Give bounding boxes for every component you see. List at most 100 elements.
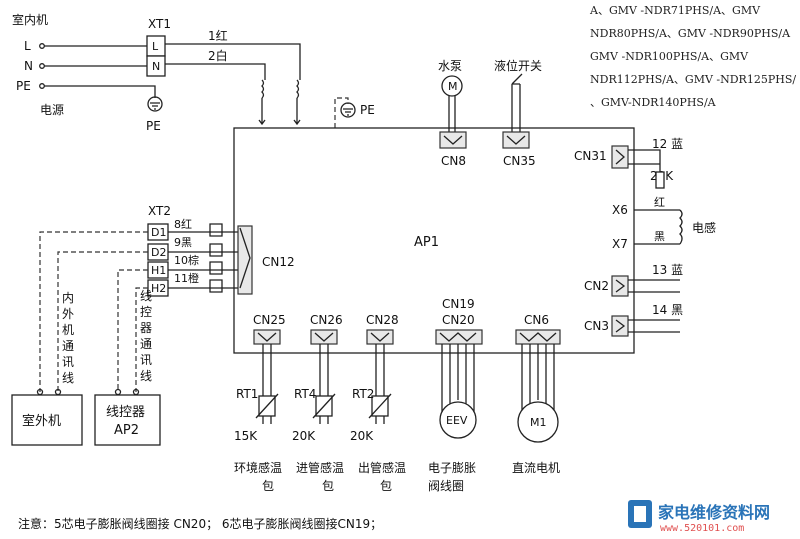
eev-coil-icon xyxy=(439,401,477,439)
xt1-N-text: N xyxy=(152,60,160,73)
cn26-connector xyxy=(310,329,338,345)
rt1-label: RT1 xyxy=(236,387,258,401)
eev-label: 电子膨胀 xyxy=(428,461,476,475)
pump-motor-icon xyxy=(441,75,463,97)
site-logo: 家电维修资料网 www.520101.com xyxy=(628,500,770,534)
svg-text:器: 器 xyxy=(140,321,152,335)
svg-text:通: 通 xyxy=(62,339,74,353)
wire-11-label: 11橙 xyxy=(174,271,199,285)
cn2-label: CN2 xyxy=(584,279,609,293)
ground-icon xyxy=(147,96,163,112)
inpipe-sensor-label: 进管感温 xyxy=(296,460,344,475)
svg-text:讯: 讯 xyxy=(140,353,152,367)
dc-motor-text: M1 xyxy=(530,416,547,429)
cn3-wire-label: 14 黑 xyxy=(652,303,683,317)
svg-text:控: 控 xyxy=(140,305,152,319)
terminal-N-dot xyxy=(39,63,45,69)
svg-text:机: 机 xyxy=(62,323,74,337)
terminal-PE-dot xyxy=(39,83,45,89)
model-line-1: A、GMV -NDR71PHS/A、GMV xyxy=(589,4,761,17)
inner-outer-comm-label: 内 外 机 通 讯 线 xyxy=(62,291,74,385)
dc-motor-icon xyxy=(517,401,559,443)
xt1-N-box xyxy=(146,55,166,77)
xt2-label: XT2 xyxy=(148,204,171,218)
dc-motor-label: 直流电机 xyxy=(512,461,560,475)
inductor-label: 电感 xyxy=(692,220,716,235)
cn12-connector xyxy=(237,225,253,295)
cn19-label: CN19 xyxy=(442,297,475,311)
cn26-label: CN26 xyxy=(310,313,343,327)
cn25-label: CN25 xyxy=(253,313,286,327)
wire-2-label: 2白 xyxy=(208,48,228,63)
board-ground-icon xyxy=(340,102,356,118)
env-sensor-label-2: 包 xyxy=(262,479,274,493)
terminal-N-label: N xyxy=(24,59,33,73)
cn20-label: CN20 xyxy=(442,313,475,327)
cn2-connector xyxy=(611,275,629,297)
controller-comm-label: 线 控 器 通 讯 线 xyxy=(140,289,152,383)
wire-controller-label: 线控器 xyxy=(106,405,145,420)
x6-wire-label: 红 xyxy=(654,196,665,209)
main-board xyxy=(233,127,635,354)
terminal-PE-label: PE xyxy=(16,79,31,93)
xt1-L-text: L xyxy=(152,40,159,53)
model-line-3: GMV -NDR100PHS/A、GMV xyxy=(590,50,749,63)
power-source-label: 电源 xyxy=(40,103,64,117)
wire-controller-box xyxy=(94,394,161,446)
x7-label: X7 xyxy=(612,237,628,251)
wiring-note: 注意：5芯电子膨胀阀线圈接 CN20； 6芯电子膨胀阀线圈接CN19； xyxy=(18,516,382,531)
cn31-wire-label: 12 蓝 xyxy=(652,137,683,151)
eev-text: EEV xyxy=(446,414,468,427)
outpipe-sensor-label: 出管感温 xyxy=(358,460,406,475)
logo-text: 家电维修资料网 xyxy=(658,503,770,522)
xt2-d1: D1 xyxy=(151,226,166,239)
xt1-label: XT1 xyxy=(148,17,171,31)
pump-motor-text: M xyxy=(448,80,458,93)
cn35-connector xyxy=(502,131,530,149)
inductor-x2 xyxy=(296,79,300,99)
cn25-connector xyxy=(253,329,281,345)
cn3-label: CN3 xyxy=(584,319,609,333)
wire-8-label: 8红 xyxy=(174,218,192,231)
model-line-2: NDR80PHS/A、GMV -NDR90PHS/A xyxy=(590,27,791,40)
logo-url: www.520101.com xyxy=(660,523,744,534)
cn28-label: CN28 xyxy=(366,313,399,327)
inpipe-sensor-label-2: 包 xyxy=(322,479,334,493)
outdoor-unit-label: 室外机 xyxy=(22,413,61,429)
svg-text:内: 内 xyxy=(62,291,74,305)
cn6-connector xyxy=(515,329,561,345)
x6-label: X6 xyxy=(612,203,628,217)
eev-label-2: 阀线圈 xyxy=(428,479,464,493)
cn31-connector xyxy=(611,145,629,169)
svg-text:通: 通 xyxy=(140,337,152,351)
cn6-label: CN6 xyxy=(524,313,549,327)
xt2-h1: H1 xyxy=(151,264,166,277)
cn31-resistor xyxy=(655,171,665,189)
model-line-5: 、GMV-NDR140PHS/A xyxy=(590,96,717,109)
outpipe-sensor-label-2: 包 xyxy=(380,479,392,493)
wire-9-label: 9黑 xyxy=(174,236,192,249)
inductor-x1 xyxy=(261,79,265,99)
xt2-h2: H2 xyxy=(151,282,166,295)
board-pe-label: PE xyxy=(360,103,375,117)
terminal-L-label: L xyxy=(24,39,31,53)
inductor-icon xyxy=(679,209,683,245)
svg-text:线: 线 xyxy=(62,371,74,385)
terminal-L-dot xyxy=(39,43,45,49)
cn8-connector xyxy=(439,131,467,149)
cn2-wire-label: 13 蓝 xyxy=(652,263,683,277)
rt1-value: 15K xyxy=(234,429,258,443)
xt2-d2: D2 xyxy=(151,246,166,259)
wire-controller-code: AP2 xyxy=(114,423,139,438)
cn28-connector xyxy=(366,329,394,345)
level-switch-label: 液位开关 xyxy=(494,58,542,73)
pump-label: 水泵 xyxy=(438,59,462,73)
svg-text:讯: 讯 xyxy=(62,355,74,369)
rt4-value: 20K xyxy=(292,429,316,443)
rt4-label: RT4 xyxy=(294,387,316,401)
outdoor-unit-box xyxy=(11,394,83,446)
rt2-label: RT2 xyxy=(352,387,374,401)
env-sensor-label: 环境感温 xyxy=(234,460,282,475)
wire-1-label: 1红 xyxy=(208,28,228,43)
